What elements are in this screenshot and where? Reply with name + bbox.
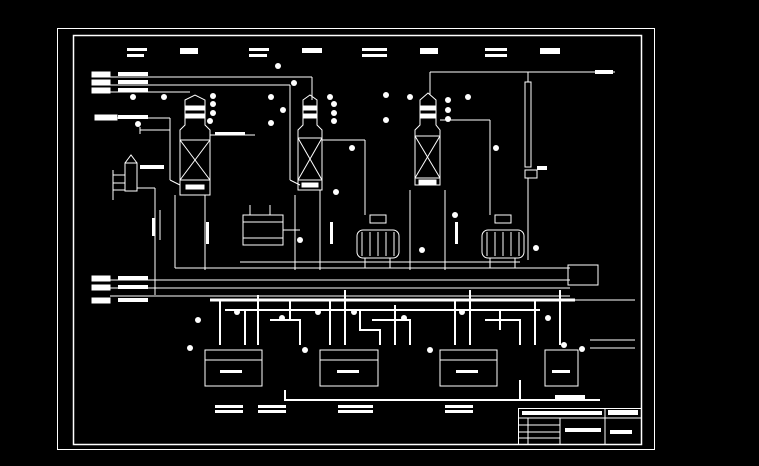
distillation-column-1 [179, 94, 255, 196]
process-piping [219, 290, 600, 401]
feed-drum [112, 154, 164, 295]
tanks [204, 349, 579, 387]
distillation-column-2 [297, 94, 366, 215]
title-block [518, 408, 642, 445]
pipe-rack [91, 261, 635, 349]
reboiler-2 [356, 214, 400, 268]
tank-4 [544, 349, 579, 387]
bottom-lines [152, 190, 458, 270]
inner-frame [72, 34, 643, 446]
distillation-column-3 [414, 92, 491, 215]
tank-2 [319, 349, 379, 387]
header-labels [127, 48, 560, 57]
tank-1 [204, 349, 263, 387]
feed-lines [91, 70, 615, 186]
outer-frame [57, 28, 655, 450]
tank-3 [439, 349, 498, 387]
reboiler-3 [481, 214, 525, 268]
bottom-labels [215, 395, 585, 413]
instrument-icons [130, 63, 585, 353]
reboiler-1 [242, 205, 300, 246]
condenser [524, 72, 547, 260]
